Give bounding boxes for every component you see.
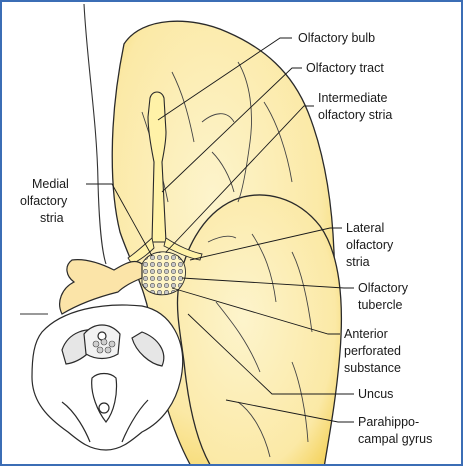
label-anterior-perforated-line2: perforated	[344, 344, 401, 358]
label-olfactory-tract: Olfactory tract	[306, 61, 384, 75]
label-parahippocampal-line1: Parahippo-	[358, 415, 419, 429]
anterior-perforated-substance	[141, 251, 186, 296]
label-parahippocampal-line2: campal gyrus	[358, 432, 432, 446]
leader-lateral-stria	[189, 227, 342, 261]
leader-parahippocampal	[225, 399, 354, 423]
label-olfactory-tubercle-line2: tubercle	[358, 298, 403, 312]
label-anterior-perforated-line3: substance	[344, 361, 401, 375]
leader-olfactory-bulb	[157, 37, 292, 121]
label-intermediate-stria-line2: olfactory stria	[318, 108, 392, 122]
gyral-lines	[141, 61, 313, 458]
leader-anterior-perforated	[171, 287, 340, 335]
label-intermediate-stria-line1: Intermediate	[318, 91, 388, 105]
midline-outline	[83, 3, 107, 265]
label-medial-stria-line1: Medial	[32, 177, 69, 191]
leader-uncus	[187, 313, 354, 395]
label-olfactory-tubercle-line1: Olfactory	[358, 281, 409, 295]
label-olfactory-bulb: Olfactory bulb	[298, 31, 375, 45]
leader-olfactory-tubercle	[181, 277, 354, 289]
label-medial-stria-line3: stria	[40, 211, 64, 225]
label-lateral-stria-line3: stria	[346, 255, 370, 269]
leader-medial-stria	[86, 183, 153, 257]
brainstem-section	[31, 304, 184, 451]
optic-chiasm	[59, 259, 143, 315]
mammillary-dots	[92, 338, 116, 354]
leader-lines	[86, 37, 354, 423]
label-lateral-stria-line1: Lateral	[346, 221, 384, 235]
label-lateral-stria-line2: olfactory	[346, 238, 394, 252]
label-uncus: Uncus	[358, 387, 393, 401]
olfactory-bulb-shape	[147, 91, 167, 243]
leader-olfactory-tract	[161, 67, 302, 193]
leader-intermediate-stria	[165, 105, 314, 253]
temporal-lobe	[176, 194, 343, 464]
label-anterior-perforated-line1: Anterior	[344, 327, 388, 341]
label-medial-stria-line2: olfactory	[20, 194, 68, 208]
